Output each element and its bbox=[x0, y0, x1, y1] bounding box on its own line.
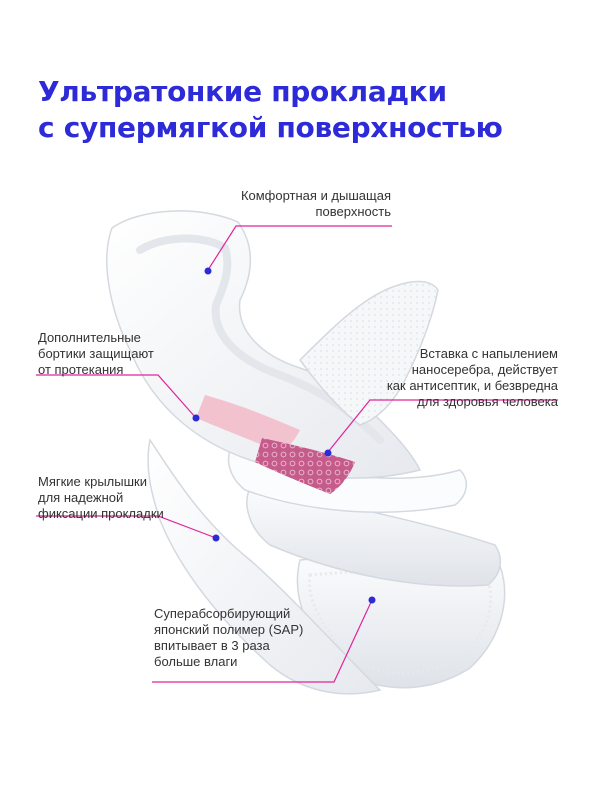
callout-dot-icon bbox=[368, 596, 376, 604]
leader-sides bbox=[36, 374, 197, 419]
callout-silver-line: как антисептик, и безвредна bbox=[386, 378, 558, 393]
callout-sap-line: впитывает в 3 раза bbox=[154, 638, 270, 653]
silver-insert bbox=[196, 395, 300, 452]
wing-left bbox=[147, 438, 382, 695]
callout-dot-icon bbox=[192, 414, 200, 422]
callout-silver-line: для здоровья человека bbox=[417, 394, 558, 409]
callout-silver: Вставка с напылением наносеребра, действ… bbox=[370, 346, 558, 410]
callout-sap-line: японский полимер (SAP) bbox=[154, 622, 304, 637]
title-line-2: с супермягкой поверхностью bbox=[38, 111, 503, 144]
page-title: Ультратонкие прокладки с супермягкой пов… bbox=[38, 74, 578, 146]
callout-sap: Суперабсорбирующий японский полимер (SAP… bbox=[154, 606, 303, 670]
callout-surface-line: Комфортная и дышащая bbox=[240, 188, 391, 203]
leader-wings bbox=[36, 515, 217, 539]
callout-surface-line: поверхность bbox=[315, 204, 391, 219]
callout-wings-line: для надежной bbox=[38, 490, 124, 505]
callout-wings-line: Мягкие крылышки bbox=[38, 474, 147, 489]
callout-sides-line: Дополнительные bbox=[38, 330, 141, 345]
callout-dot-icon bbox=[212, 534, 220, 542]
leader-sap bbox=[152, 599, 373, 683]
callout-sides: Дополнительные бортики защищают от проте… bbox=[38, 330, 154, 378]
callout-sides-line: бортики защищают bbox=[38, 346, 154, 361]
callout-sap-line: больше влаги bbox=[154, 654, 238, 669]
silver-insert-pattern bbox=[255, 438, 355, 494]
callout-dot-icon bbox=[204, 267, 212, 275]
callout-wings: Мягкие крылышки для надежной фиксации пр… bbox=[38, 474, 164, 522]
callout-sides-line: от протекания bbox=[38, 362, 124, 377]
title-line-1: Ультратонкие прокладки bbox=[38, 75, 447, 108]
wing-top bbox=[299, 280, 439, 426]
callout-sap-line: Суперабсорбирующий bbox=[154, 606, 291, 621]
callout-wings-line: фиксации прокладки bbox=[38, 506, 164, 521]
absorbent-layer-1 bbox=[246, 487, 502, 587]
leader-lines bbox=[36, 225, 558, 683]
leader-silver bbox=[327, 399, 558, 453]
callout-silver-line: наносеребра, действует bbox=[411, 362, 558, 377]
leader-surface bbox=[207, 225, 392, 271]
callout-surface: Комфортная и дышащая поверхность bbox=[215, 188, 391, 220]
callout-dot-icon bbox=[324, 449, 332, 457]
callout-silver-line: Вставка с напылением bbox=[419, 346, 558, 361]
